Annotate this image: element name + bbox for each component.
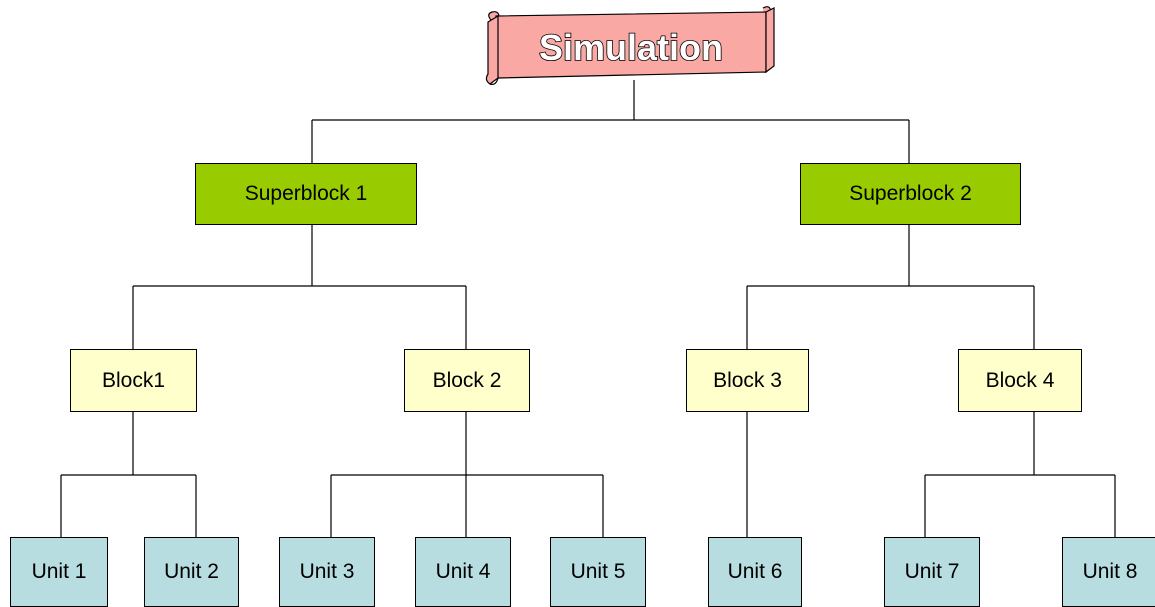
unit-4: Unit 4 xyxy=(415,537,511,607)
superblock-1: Superblock 1 xyxy=(195,163,417,225)
unit-5: Unit 5 xyxy=(550,537,646,607)
superblock-2: Superblock 2 xyxy=(800,163,1021,225)
unit-2: Unit 2 xyxy=(144,537,239,607)
unit-8: Unit 8 xyxy=(1062,537,1155,607)
superblock-1-label: Superblock 1 xyxy=(244,182,368,205)
scroll-right-roll xyxy=(765,7,775,74)
unit-2-label: Unit 2 xyxy=(164,560,219,583)
unit-3-label: Unit 3 xyxy=(299,560,355,583)
superblock-2-label: Superblock 2 xyxy=(849,182,972,205)
diagram-title: Simulation xyxy=(539,27,723,68)
block-4: Block 4 xyxy=(958,349,1082,412)
unit-1: Unit 1 xyxy=(10,537,108,607)
unit-7-label: Unit 7 xyxy=(904,560,960,583)
unit-7: Unit 7 xyxy=(884,537,980,607)
block-1-label: Block1 xyxy=(101,368,166,392)
unit-6-label: Unit 6 xyxy=(727,560,783,583)
unit-3: Unit 3 xyxy=(279,537,375,607)
unit-6: Unit 6 xyxy=(708,537,802,607)
block-3-label: Block 3 xyxy=(713,368,782,392)
block-1: Block1 xyxy=(70,349,197,412)
block-4-label: Block 4 xyxy=(985,368,1055,392)
block-3: Block 3 xyxy=(686,349,809,412)
unit-4-label: Unit 4 xyxy=(435,560,491,583)
unit-5-label: Unit 5 xyxy=(570,560,626,583)
unit-8-label: Unit 8 xyxy=(1082,560,1138,583)
connectors xyxy=(60,80,1116,537)
scroll-left-roll xyxy=(485,14,499,85)
scroll-bottom-curl xyxy=(489,77,499,85)
block-2-label: Block 2 xyxy=(432,368,502,392)
unit-1-label: Unit 1 xyxy=(31,560,87,583)
title-banner: Simulation xyxy=(485,6,775,85)
block-2: Block 2 xyxy=(404,349,530,412)
